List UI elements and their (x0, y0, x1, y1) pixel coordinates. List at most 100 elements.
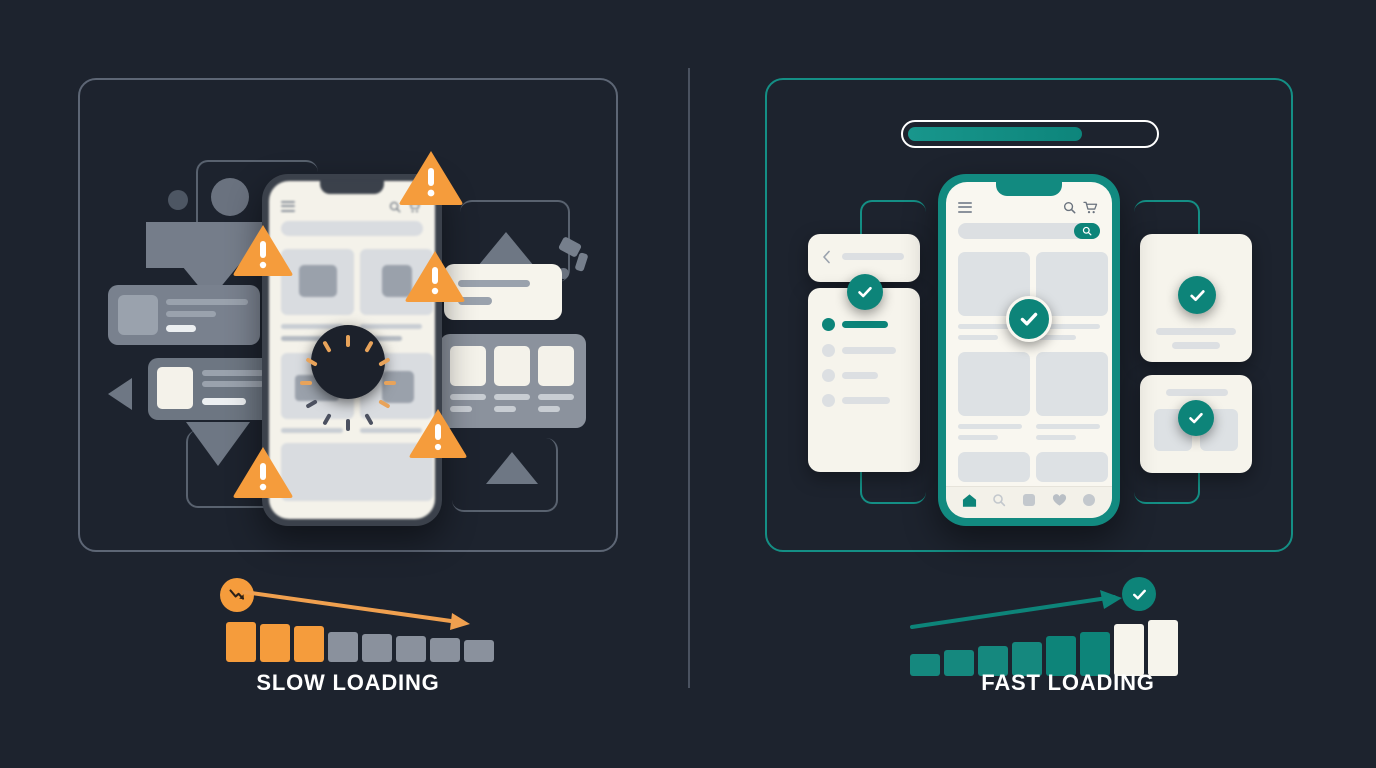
bar (944, 650, 974, 676)
phone-search-bar[interactable] (281, 221, 423, 236)
search-button[interactable] (1074, 223, 1100, 239)
decor-triangle-up (478, 232, 534, 266)
fast-loading-caption: FAST LOADING (981, 670, 1155, 695)
list-line (842, 347, 896, 354)
tile-line (494, 394, 530, 400)
card-line (1156, 328, 1236, 335)
decor-triangle-left (108, 378, 132, 410)
slow-loading-bars (226, 616, 498, 662)
slow-loading-caption: SLOW LOADING (256, 670, 440, 695)
card-line (202, 381, 264, 387)
decor-square-accent (146, 222, 190, 268)
product-tile[interactable] (958, 352, 1030, 416)
card-line (1166, 389, 1228, 396)
phone-notch (320, 181, 384, 194)
square-icon[interactable] (1022, 493, 1036, 512)
search-icon[interactable] (1063, 201, 1076, 219)
check-circle-icon (847, 274, 883, 310)
hamburger-menu-icon[interactable] (958, 202, 972, 213)
decor-bracket-left (196, 160, 318, 248)
product-tile[interactable] (281, 249, 354, 315)
warning-triangle-icon (232, 444, 294, 499)
product-tile[interactable] (1036, 352, 1108, 416)
check-circle-icon (1178, 400, 1214, 436)
bar (1080, 632, 1110, 676)
list-bullet (822, 344, 835, 357)
loading-progress-fill (908, 127, 1082, 141)
product-sub-line (1036, 335, 1076, 340)
slow-trend-arrow (242, 590, 470, 630)
fast-list-card (808, 288, 920, 472)
product-tile[interactable] (1036, 452, 1108, 482)
warning-triangle-icon (232, 222, 294, 277)
bar (1148, 620, 1178, 676)
decor-bracket-teal-bl (860, 452, 926, 504)
list-bullet (822, 394, 835, 407)
bar (910, 654, 940, 676)
shopping-cart-icon[interactable] (1083, 201, 1098, 219)
decor-bracket-teal-br (1134, 452, 1200, 504)
check-circle-icon (1122, 577, 1156, 611)
card-line (166, 299, 248, 305)
decor-triangle-up-2 (486, 452, 538, 484)
search-icon[interactable] (992, 493, 1006, 512)
card-line (202, 370, 264, 376)
product-title-line (1036, 424, 1100, 429)
slow-loading-panel (78, 78, 618, 552)
product-tile[interactable] (281, 443, 433, 501)
spinner-tick (300, 381, 312, 385)
check-circle-icon (1178, 276, 1216, 314)
spinner-tick (384, 381, 396, 385)
product-title-line (281, 428, 343, 433)
decor-bracket-right-lower (452, 438, 558, 512)
home-icon[interactable] (962, 493, 977, 513)
spinner-tick (322, 340, 332, 353)
bar (1012, 642, 1042, 676)
tile-line (450, 406, 472, 412)
bar (1114, 624, 1144, 676)
phone-search-bar[interactable] (958, 223, 1100, 239)
card-line (166, 311, 216, 317)
spinner-tick (346, 419, 350, 431)
tile-line (538, 406, 560, 412)
product-title-line (1036, 324, 1100, 329)
heart-icon[interactable] (1052, 493, 1067, 512)
center-divider (688, 68, 690, 688)
card-line-highlight (202, 398, 246, 405)
decor-notification-card (444, 264, 562, 320)
decor-circle-tiny (558, 268, 569, 279)
back-chevron-icon[interactable] (822, 250, 831, 269)
decor-triangle-down-2 (186, 422, 250, 466)
tile-line (538, 394, 574, 400)
product-sub-line (958, 435, 998, 440)
decor-circle-large (211, 178, 249, 216)
tile (494, 346, 530, 386)
card-line (458, 297, 492, 305)
decor-circle-small (168, 190, 188, 210)
bar (328, 632, 358, 662)
spinner-tick (364, 340, 374, 353)
list-line (842, 372, 878, 379)
tile-line (494, 406, 516, 412)
hamburger-menu-icon[interactable] (281, 201, 295, 212)
product-image-placeholder (382, 371, 414, 403)
profile-icon[interactable] (1082, 493, 1096, 512)
header-line (842, 253, 904, 260)
spinner-tick (346, 335, 350, 347)
fast-loading-metric: FAST LOADING (900, 575, 1236, 695)
phone-notch (996, 182, 1062, 196)
bar (464, 640, 494, 662)
bar (396, 636, 426, 662)
list-bullet (822, 369, 835, 382)
warning-triangle-icon (408, 406, 468, 459)
fast-phone-screen (946, 182, 1112, 518)
card-line-highlight (166, 325, 196, 332)
fast-trend-arrow (910, 590, 1122, 629)
product-sub-line (1036, 435, 1076, 440)
loading-spinner-icon (300, 325, 396, 431)
phone-app-header (958, 200, 1100, 214)
product-tile[interactable] (958, 452, 1030, 482)
decor-content-card-left-lower (148, 358, 280, 420)
search-icon[interactable] (389, 200, 401, 218)
